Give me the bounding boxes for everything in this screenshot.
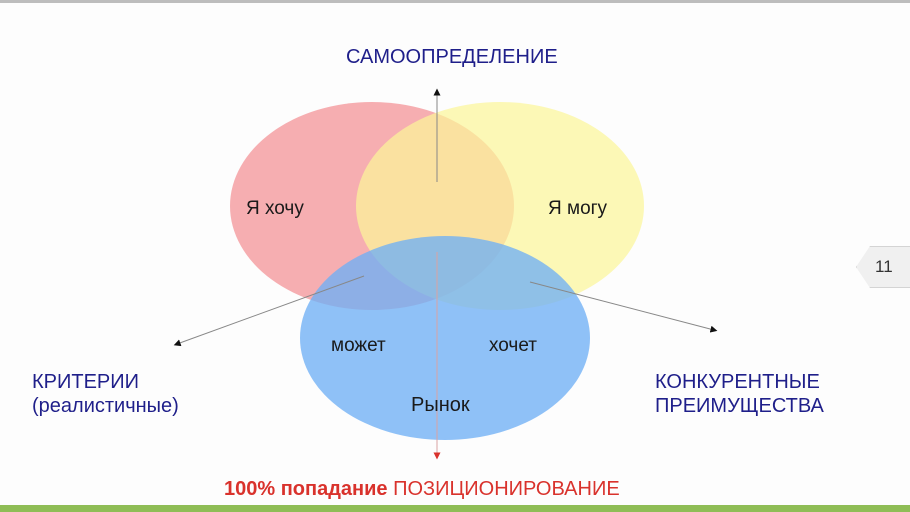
positioning-caption-bold: 100% попадание: [224, 478, 388, 500]
top-axis-label: САМООПРЕДЕЛЕНИЕ: [346, 46, 558, 68]
right-axis-label-line2: ПРЕИМУЩЕСТВА: [655, 395, 824, 417]
right-axis-label: КОНКУРЕНТНЫЕ ПРЕИМУЩЕСТВА: [655, 370, 824, 418]
left-axis-label: КРИТЕРИИ (реалистичные): [32, 370, 179, 418]
positioning-caption: 100% попадание ПОЗИЦИОНИРОВАНИЕ: [224, 478, 620, 501]
circle-market: [300, 236, 590, 440]
market-can-label: может: [331, 335, 386, 356]
axes: [173, 88, 718, 460]
page-number: 11: [875, 257, 893, 276]
bottom-accent-bar: [0, 505, 910, 512]
venn-circles: [230, 102, 644, 440]
positioning-caption-regular: ПОЗИЦИОНИРОВАНИЕ: [393, 478, 620, 500]
axis-left: [173, 275, 365, 347]
market-label: Рынок: [411, 394, 470, 416]
i-want-label: Я хочу: [246, 198, 304, 219]
right-axis-label-line1: КОНКУРЕНТНЫЕ: [655, 371, 820, 393]
top-border: [0, 0, 910, 3]
left-axis-label-line1: КРИТЕРИИ: [32, 371, 140, 393]
left-axis-label-line2: (реалистичные): [32, 395, 179, 417]
market-wants-label: хочет: [489, 335, 537, 356]
axis-right: [529, 281, 718, 333]
i-can-label: Я могу: [548, 198, 608, 219]
